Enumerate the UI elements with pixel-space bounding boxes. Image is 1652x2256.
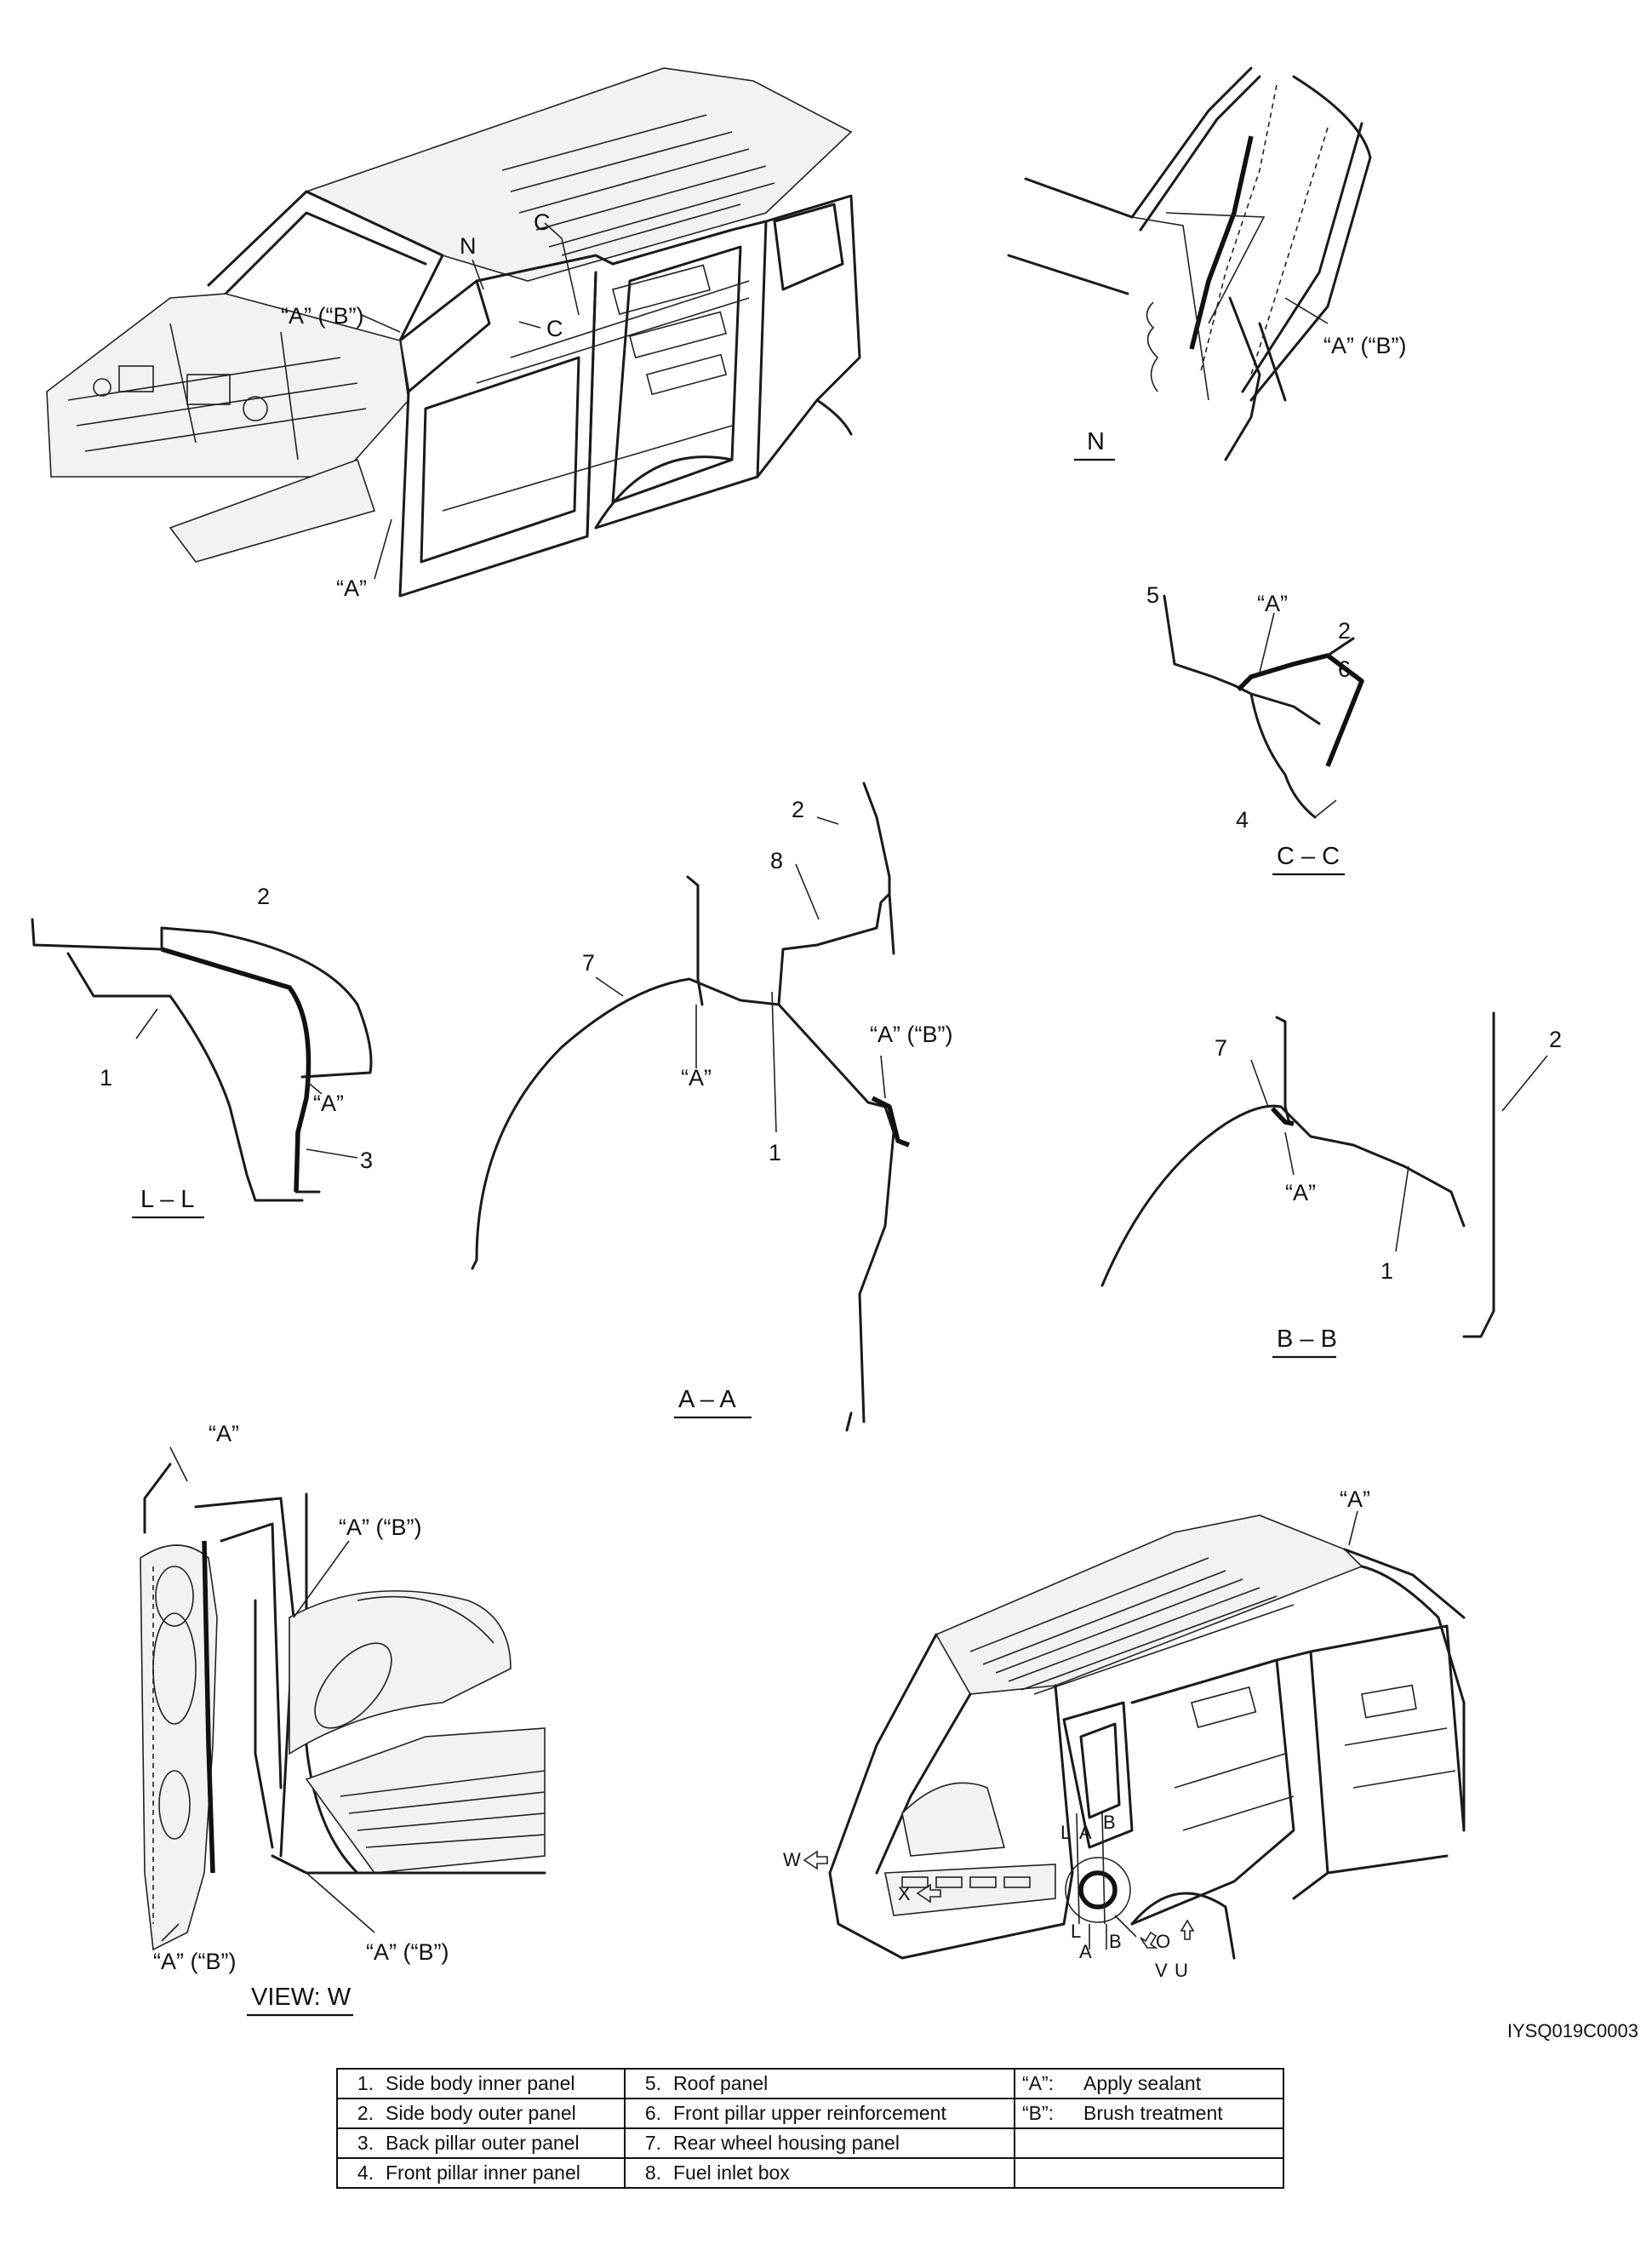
callout-b-section-mark-upper: B (1103, 1812, 1116, 1833)
legend-part-name: Front pillar inner panel (386, 2162, 580, 2184)
legend-row: 4. Front pillar inner panel 8. Fuel inlet … (336, 2157, 1284, 2189)
callout-l-rear: L (1060, 1822, 1071, 1843)
label-2-section-aa: 2 (792, 797, 804, 822)
callout-a-front-pillar-base: “A” (336, 575, 367, 601)
legend-number: 2. (357, 2102, 374, 2124)
section-c-c: “A” 5 2 6 4 C – C (1146, 582, 1364, 876)
legend-number: 4. (357, 2162, 374, 2184)
legend-key: “B”: (1022, 2102, 1055, 2124)
callout-c-upper: C (534, 209, 551, 235)
callout-o-rear: O (1156, 1931, 1170, 1952)
caption-section-cc: C – C (1277, 843, 1340, 870)
legend-part-name: Fuel inlet box (673, 2162, 790, 2184)
callout-v-rear: V (1155, 1960, 1168, 1981)
callout-a-b-view-w-lower-right: “A” (“B”) (366, 1939, 449, 1965)
callout-n-front: N (460, 233, 477, 259)
figure-code: IYSQ019C0003 (1507, 2020, 1638, 2041)
legend-key-meaning: Brush treatment (1083, 2102, 1223, 2124)
caption-view-w: VIEW: W (251, 1984, 352, 2011)
label-1-section-ll: 1 (100, 1065, 112, 1091)
section-l-l: 1 2 3 “A” L – L (31, 884, 373, 1219)
legend-number: 3. (357, 2132, 374, 2154)
label-2-section-cc: 2 (1338, 618, 1351, 644)
legend-part-name: Front pillar upper reinforcement (673, 2102, 946, 2124)
label-8-section-aa: 8 (770, 848, 783, 873)
callout-a-section-mark-lower: A (1079, 1941, 1092, 1962)
legend-number: 6. (644, 2102, 661, 2124)
label-7-section-bb: 7 (1215, 1035, 1227, 1061)
legend-number: 8. (644, 2162, 661, 2184)
callout-a-b-section-aa: “A” (“B”) (870, 1022, 952, 1047)
view-w-detail: “A” “A” (“B”) “A” (“B”) “A” (“B”) VIEW: … (140, 1421, 546, 2017)
legend-row: 2. Side body outer panel 6. Front pillar u… (336, 2098, 1284, 2129)
callout-a-b-view-w-lower-left: “A” (“B”) (153, 1949, 236, 1974)
label-1-section-bb: 1 (1380, 1258, 1393, 1284)
callout-a-section-mark-upper: A (1079, 1822, 1092, 1843)
legend-part-name: Side body outer panel (386, 2102, 576, 2124)
label-4-section-cc: 4 (1236, 807, 1249, 833)
legend-number: 5. (644, 2072, 661, 2094)
caption-section-aa: A – A (678, 1386, 736, 1413)
label-2-section-bb: 2 (1549, 1027, 1562, 1052)
legend-part-name: Rear wheel housing panel (673, 2132, 900, 2154)
callout-w-rear: W (783, 1849, 801, 1870)
parts-legend-table: 1. Side body inner panel 5. Roof panel “A”… (336, 2068, 1284, 2189)
callout-b-section-mark-lower: B (1109, 1931, 1122, 1952)
caption-section-bb: B – B (1277, 1326, 1337, 1353)
caption-detail-n: N (1087, 428, 1105, 455)
callout-a-section-aa: “A” (681, 1065, 712, 1091)
legend-number: 7. (644, 2132, 661, 2154)
callout-a-view-w-top: “A” (209, 1421, 239, 1446)
section-b-b: 7 2 1 “A” B – B (1100, 1011, 1562, 1359)
legend-row: 3. Back pillar outer panel 7. Rear wheel h… (336, 2127, 1284, 2159)
callout-a-b-view-w-upper: “A” (“B”) (339, 1514, 421, 1540)
callout-a-section-cc: “A” (1257, 591, 1288, 616)
legend-row: 1. Side body inner panel 5. Roof panel “A”… (336, 2068, 1284, 2099)
callout-u-rear: U (1175, 1960, 1188, 1981)
label-1-section-aa: 1 (769, 1140, 781, 1165)
detail-n-view: “A” (“B”) N (1007, 66, 1406, 461)
callout-c-lower: C (546, 316, 563, 341)
label-3-section-ll: 3 (360, 1148, 373, 1173)
section-a-a: 7 2 8 1 “A” “A” (“B”) A – A (471, 782, 952, 1432)
rear-body-isometric-view: “A” L A B L A B O U V W X (783, 1486, 1466, 1981)
legend-part-name: Roof panel (673, 2072, 769, 2094)
front-body-isometric-view: N C C “A” (“B”) “A” (46, 67, 861, 601)
callout-a-rear-roof: “A” (1340, 1486, 1370, 1512)
caption-section-ll: L – L (140, 1186, 194, 1213)
callout-a-b-detail-n: “A” (“B”) (1323, 333, 1406, 358)
label-5-section-cc: 5 (1146, 582, 1159, 608)
label-7-section-aa: 7 (582, 950, 595, 976)
callout-a-section-ll: “A” (313, 1091, 344, 1116)
callout-a-section-bb: “A” (1285, 1180, 1316, 1205)
legend-key-meaning: Apply sealant (1083, 2072, 1202, 2094)
legend-number: 1. (357, 2072, 374, 2094)
label-2-section-ll: 2 (257, 884, 270, 909)
callout-x-rear: X (898, 1883, 911, 1904)
legend-part-name: Side body inner panel (386, 2072, 575, 2094)
legend-part-name: Back pillar outer panel (386, 2132, 580, 2154)
legend-key: “A”: (1022, 2072, 1055, 2094)
callout-l-rear-lower: L (1071, 1921, 1081, 1942)
label-6-section-cc: 6 (1338, 656, 1351, 682)
callout-a-b-windshield: “A” (“B”) (281, 303, 363, 329)
